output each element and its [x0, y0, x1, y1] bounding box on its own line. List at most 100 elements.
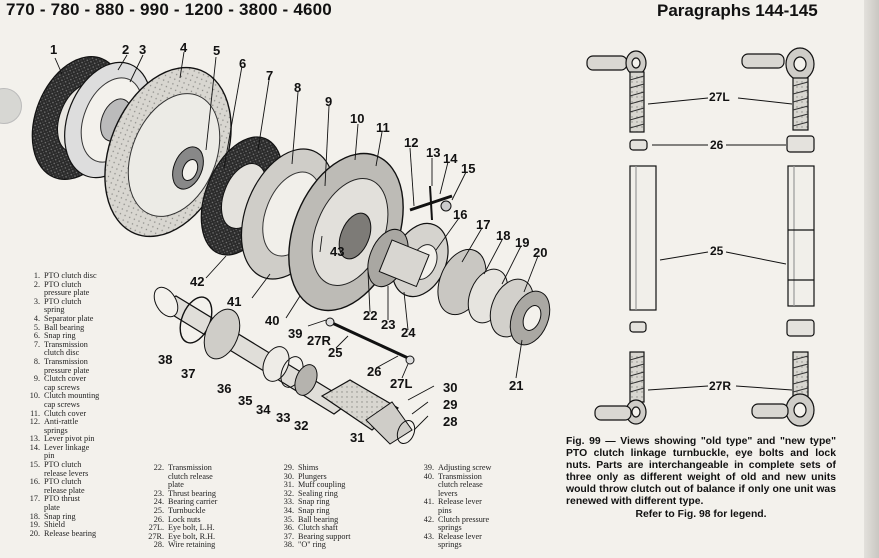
legend-item: 29.Shims — [283, 463, 319, 472]
legend-item: 30.Plungers — [283, 471, 327, 481]
muff-coupling — [320, 379, 416, 445]
callout-2: 2 — [122, 42, 130, 57]
legend-item: 8.Transmission — [33, 356, 88, 366]
legend-item: 35.Ball bearing — [283, 514, 339, 524]
legend-item: 5.Ball bearing — [33, 322, 85, 332]
callout-11: 11 — [376, 120, 390, 135]
callout-32: 32 — [294, 418, 309, 433]
callout-36: 36 — [217, 381, 232, 396]
eye-bolt-new-right — [751, 351, 815, 427]
legend-item: levers — [438, 488, 458, 498]
callout-38: 38 — [158, 352, 173, 367]
eye-bolt-old-right — [594, 351, 647, 425]
callout-8: 8 — [294, 80, 302, 95]
legend-item: 7.Transmission — [33, 339, 88, 349]
paragraphs-header: Paragraphs 144-145 — [657, 1, 818, 20]
legend-item: release levers — [44, 468, 89, 478]
caption-text: Fig. 99 — Views showing "old type" and "… — [566, 436, 836, 508]
legend-item: 41.Release lever — [423, 497, 482, 507]
callout-29: 29 — [443, 397, 458, 412]
legend-item: 38."O" ring — [283, 540, 326, 550]
callout-24: 24 — [401, 325, 416, 340]
legend-column-1: 1.PTO clutch disc 2.PTO clutch pressure … — [20, 271, 100, 538]
legend-item: 36.Clutch shaft — [283, 523, 338, 533]
legend-item: 33.Snap ring — [283, 497, 330, 507]
label-25: 25 — [710, 244, 724, 258]
legend-item: cap screws — [44, 399, 80, 409]
callout-25: 25 — [328, 345, 343, 360]
callout-33: 33 — [276, 410, 291, 425]
legend-item: plate — [168, 480, 184, 490]
callout-37: 37 — [181, 366, 196, 381]
figure-leader-lines — [647, 97, 793, 391]
lock-nuts-top — [629, 135, 815, 153]
legend-column-2: 22.Transmission clutch release plate 23.… — [144, 463, 217, 550]
callout-3: 3 — [139, 42, 147, 57]
legend-item: 26.Lock nuts — [153, 514, 201, 524]
legend-item: 39.Adjusting screw — [423, 463, 492, 472]
legend-item: 27R.Eye bolt, R.H. — [148, 531, 216, 541]
legend-item: 4.Separator plate — [33, 313, 94, 323]
callout-15: 15 — [461, 161, 476, 176]
callout-1: 1 — [50, 42, 58, 57]
label-27l: 27L — [709, 90, 730, 104]
legend-item: pin — [44, 451, 55, 461]
legend-item: release plate — [44, 485, 85, 495]
eye-bolt-new-left — [741, 47, 815, 131]
callout-42: 42 — [190, 274, 205, 289]
callout-16: 16 — [453, 207, 468, 222]
legend-item: 17.PTO thrust — [29, 494, 81, 504]
legend-item: pressure plate — [44, 288, 90, 298]
callout-22: 22 — [363, 308, 378, 323]
legend-item: 12.Anti-rattle — [29, 417, 79, 427]
callout-12: 12 — [404, 135, 419, 150]
legend-item: 43.Release lever — [423, 531, 482, 541]
release-lever-linkage — [409, 185, 453, 221]
legend-item: springs — [438, 540, 462, 550]
callout-7: 7 — [266, 68, 274, 83]
legend-item: 6.Snap ring — [33, 331, 76, 341]
legend-item: 20.Release bearing — [29, 528, 97, 538]
legend-item: 15.PTO clutch — [29, 460, 82, 470]
legend-item: 22.Transmission — [153, 463, 212, 472]
legend-item: 9.Clutch cover — [33, 374, 87, 384]
callout-43: 43 — [330, 244, 345, 259]
callout-23: 23 — [381, 317, 396, 332]
legend-item: spring — [44, 305, 65, 315]
legend-item: plate — [44, 503, 60, 513]
callout-31: 31 — [350, 430, 365, 445]
callout-9: 9 — [325, 94, 333, 109]
callout-20: 20 — [533, 245, 548, 260]
lock-nuts-bottom — [629, 319, 815, 337]
legend-item: clutch disc — [44, 348, 80, 358]
callout-28: 28 — [443, 414, 458, 429]
legend-item: 3.PTO clutch — [33, 296, 82, 306]
legend-item: 2.PTO clutch — [33, 279, 82, 289]
callout-14: 14 — [443, 151, 458, 166]
thrust-and-release-bearings — [437, 248, 551, 346]
legend-item: 32.Sealing ring — [283, 488, 338, 498]
legend-item: pressure plate — [44, 365, 90, 375]
callout-27l: 27L — [390, 376, 413, 391]
turnbuckle-assembly — [325, 317, 415, 365]
legend-item: 18.Snap ring — [29, 511, 76, 521]
callout-17: 17 — [476, 217, 491, 232]
callout-34: 34 — [256, 402, 271, 417]
caption-refer: Refer to Fig. 98 for legend. — [635, 508, 767, 520]
legend-item: 25.Turnbuckle — [153, 505, 206, 515]
legend-item: clutch release — [438, 480, 483, 490]
legend-item: 37.Bearing support — [283, 531, 351, 541]
callout-21: 21 — [509, 378, 524, 393]
legend-item: springs — [438, 523, 462, 533]
legend-item: 34.Snap ring — [283, 505, 330, 515]
legend-item: 23.Thrust bearing — [153, 488, 216, 498]
legend-item: 11.Clutch cover — [30, 408, 87, 418]
model-numbers-header: 770 - 780 - 880 - 990 - 1200 - 3800 - 46… — [6, 0, 332, 19]
callout-6: 6 — [239, 56, 247, 71]
label-27r: 27R — [709, 379, 732, 393]
callout-18: 18 — [496, 228, 511, 243]
callout-27r: 27R — [307, 333, 331, 348]
legend-item: springs — [44, 425, 68, 435]
